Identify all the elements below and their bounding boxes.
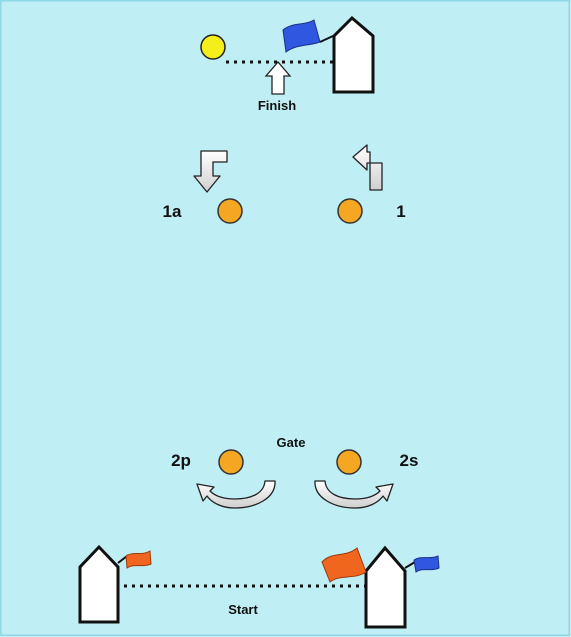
finish-flag-pole bbox=[319, 35, 334, 43]
mark-2s-rounding-arrow bbox=[314, 480, 394, 509]
finish-label: Finish bbox=[258, 98, 296, 113]
gate-label: Gate bbox=[277, 435, 306, 450]
start-pin-boat bbox=[78, 544, 120, 624]
start-line-group: Start bbox=[78, 544, 440, 629]
mark-1-rounding-arrow bbox=[352, 144, 383, 191]
mark-1a-buoy bbox=[217, 198, 243, 224]
mark-2s-label: 2s bbox=[400, 451, 419, 470]
finish-line-group: Finish bbox=[200, 15, 375, 113]
finish-mark-buoy bbox=[200, 34, 226, 60]
mark-2s-buoy bbox=[336, 449, 362, 475]
mark-1a-label: 1a bbox=[163, 202, 182, 221]
start-label: Start bbox=[228, 602, 258, 617]
windward-marks-group: 1a 1 bbox=[163, 144, 406, 224]
start-committee-boat bbox=[364, 545, 407, 629]
mark-2p-label: 2p bbox=[171, 451, 191, 470]
start-pin-orange-flag bbox=[125, 550, 152, 569]
finish-direction-arrow bbox=[264, 61, 292, 95]
mark-1-label: 1 bbox=[396, 202, 405, 221]
mark-2p-rounding-arrow bbox=[196, 480, 276, 509]
start-committee-orange-flag bbox=[321, 547, 367, 583]
start-committee-flag-pole bbox=[404, 561, 416, 569]
mark-1a-rounding-arrow bbox=[193, 150, 228, 193]
start-pin-flag-pole bbox=[117, 555, 128, 564]
mark-2p-buoy bbox=[218, 449, 244, 475]
start-committee-blue-flag bbox=[413, 555, 440, 573]
finish-committee-boat bbox=[332, 15, 375, 94]
mark-1-buoy bbox=[337, 198, 363, 224]
leeward-gate-group: Gate 2p 2s bbox=[171, 435, 419, 509]
